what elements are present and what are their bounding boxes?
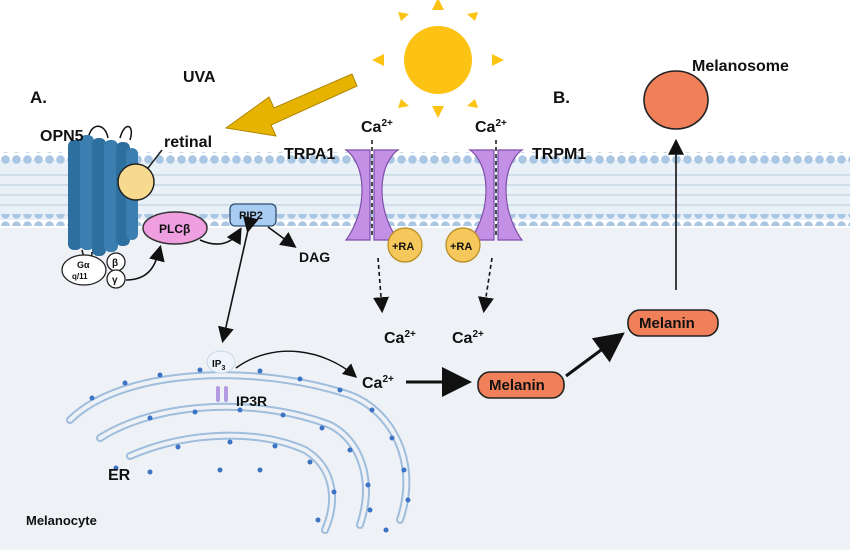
ra-label-trpm1: +RA xyxy=(450,241,472,253)
ip3-label: IP3 xyxy=(212,359,225,372)
melanin-box-b xyxy=(627,309,719,337)
uva-arrow xyxy=(224,73,358,137)
pip2-label: PIP2 xyxy=(239,210,263,222)
melanin-box-a xyxy=(477,371,565,399)
ra-binding-trpm1 xyxy=(445,227,481,263)
ca-bottom-trpm1: Ca2+ xyxy=(452,329,484,347)
ca-bottom-trpa1: Ca2+ xyxy=(384,329,416,347)
opn5-label: OPN5 xyxy=(40,128,84,145)
arrow-trpa1-ca xyxy=(373,257,389,314)
melanocyte-label: Melanocyte xyxy=(26,513,97,528)
plcb-enzyme xyxy=(142,211,208,245)
arrow-trpm1-ca xyxy=(478,257,494,314)
trpm1-label: TRPM1 xyxy=(532,146,586,163)
section-a-label: A. xyxy=(30,88,47,107)
section-b-label: B. xyxy=(553,88,570,107)
g-gamma-label: γ xyxy=(112,275,118,286)
retinal-label: retinal xyxy=(164,134,212,151)
melanosome-label: Melanosome xyxy=(692,58,789,75)
uva-label: UVA xyxy=(183,69,216,86)
ca-cytosol: Ca2+ xyxy=(362,374,394,392)
g-q11-label: q/11 xyxy=(72,272,88,281)
sun-icon xyxy=(372,0,504,118)
melanin-label-b: Melanin xyxy=(639,315,695,332)
retinal-molecule xyxy=(117,163,155,201)
cytoplasm xyxy=(0,228,850,550)
ca-top-trpa1: Ca2+ xyxy=(361,118,393,136)
arrow-melanin-to-melanin xyxy=(565,332,625,378)
ca-top-trpm1: Ca2+ xyxy=(475,118,507,136)
trpa1-label: TRPA1 xyxy=(284,146,335,163)
g-protein xyxy=(61,252,126,289)
arrow-pip2-ip3 xyxy=(218,215,259,344)
g-alpha-label: Gα xyxy=(77,260,90,270)
melanosome-organelle xyxy=(643,70,709,130)
ip3-molecule xyxy=(206,350,236,374)
arrow-pip2-to-dag xyxy=(267,226,297,248)
melanin-label-a: Melanin xyxy=(489,377,545,394)
ra-label-trpa1: +RA xyxy=(392,241,414,253)
plcb-label: PLCβ xyxy=(159,222,190,236)
arrow-ip3-to-ca xyxy=(235,350,358,378)
ip3r-label: IP3R xyxy=(236,393,267,409)
g-beta-label: β xyxy=(112,258,118,269)
arrow-g-to-plcb xyxy=(125,244,165,281)
ribosome-dots xyxy=(89,367,411,533)
retinal-pointer xyxy=(147,149,163,169)
ip3r-receptor xyxy=(216,386,228,402)
ra-binding-trpa1 xyxy=(387,227,423,263)
dag-label: DAG xyxy=(299,249,330,265)
er-label: ER xyxy=(108,467,131,484)
trpa1-channel xyxy=(343,140,401,241)
